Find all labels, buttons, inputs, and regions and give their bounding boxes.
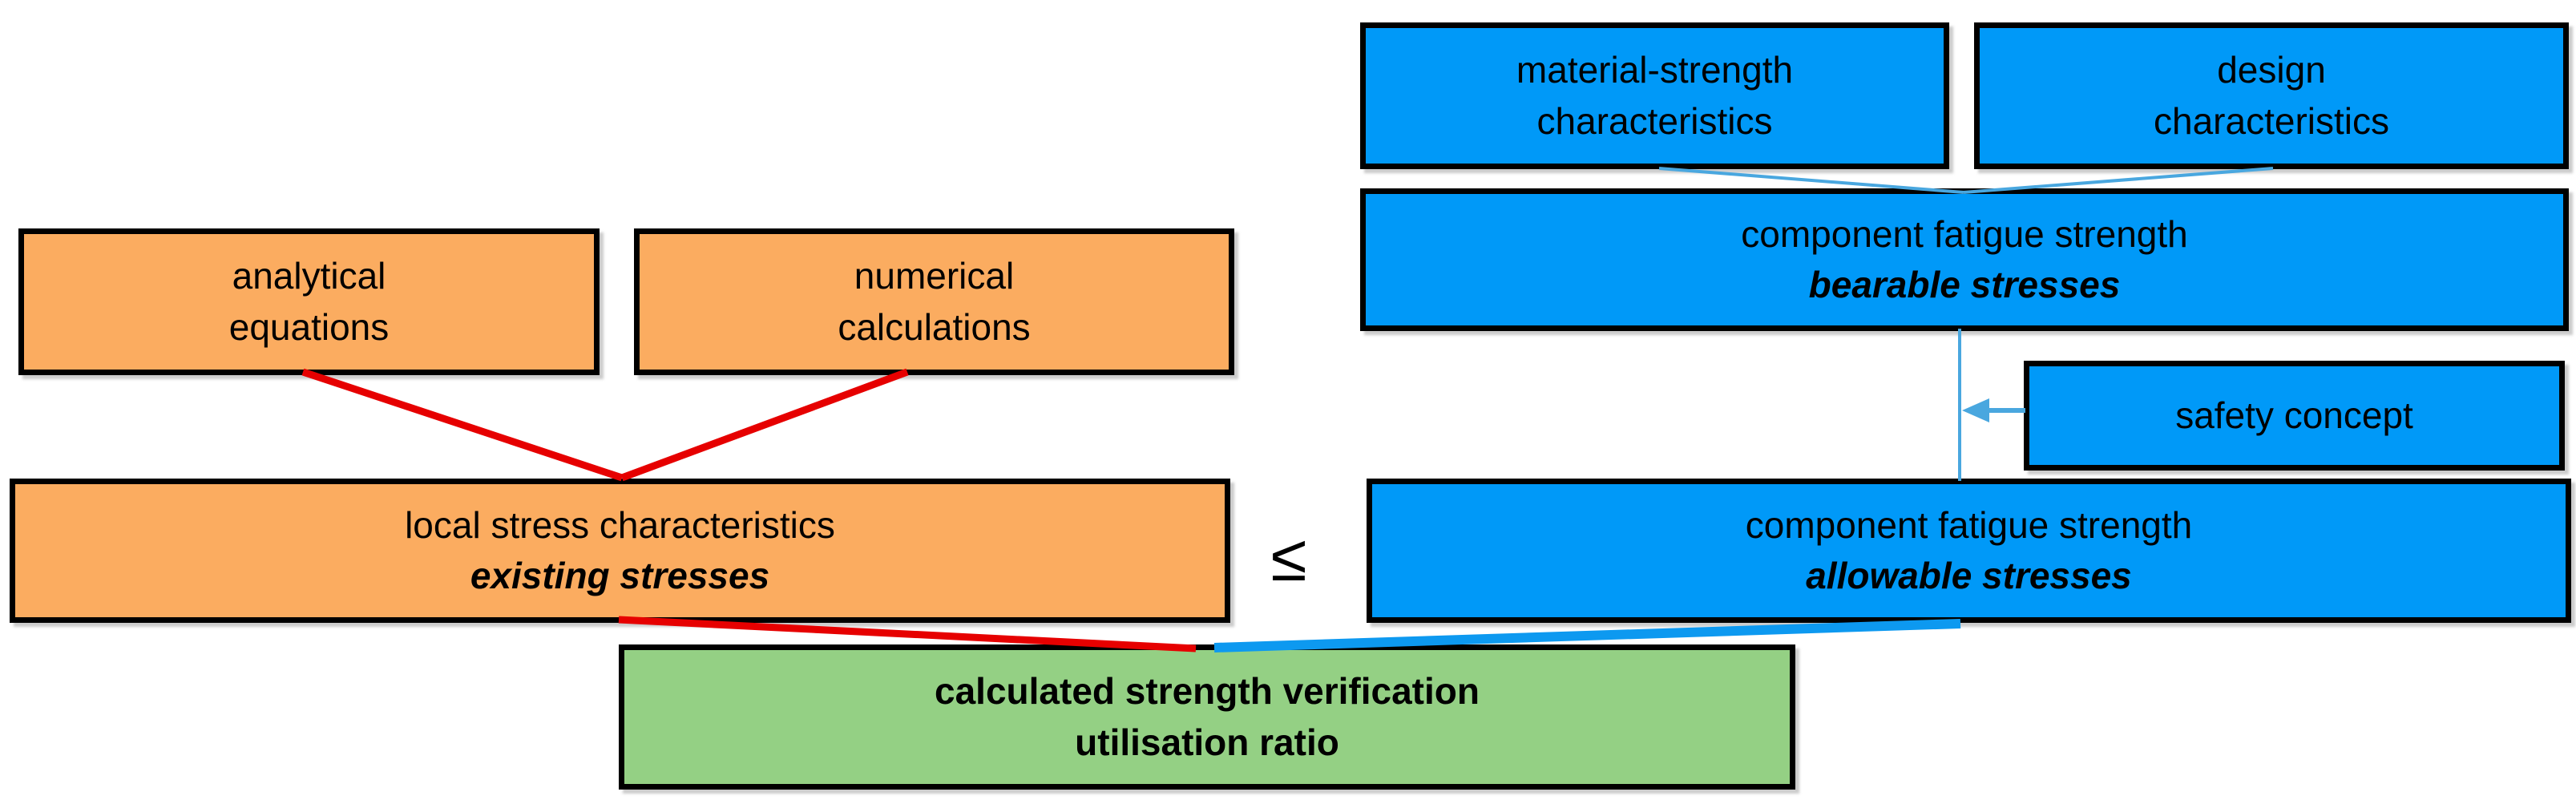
- box-design-characteristics: design characteristics: [1974, 22, 2569, 169]
- box-allowable-stresses: component fatigue strength allowable str…: [1367, 479, 2571, 623]
- box-label-line: equations: [228, 305, 390, 348]
- box-label-line: local stress characteristics: [405, 503, 835, 546]
- box-label-line: numerical: [854, 255, 1015, 297]
- box-label-line: analytical: [232, 255, 386, 297]
- left-arrowhead-icon: [1962, 398, 1989, 422]
- box-analytical-equations: analytical equations: [18, 228, 600, 375]
- box-label-line: existing stresses: [470, 555, 770, 596]
- box-material-strength-characteristics: material-strength characteristics: [1360, 22, 1949, 169]
- box-label-line: material-strength: [1516, 49, 1794, 91]
- box-label-line: component fatigue strength: [1745, 503, 2193, 546]
- box-label-line: calculated strength verification: [935, 670, 1480, 713]
- less-or-equal-symbol: ≤: [1270, 522, 1307, 595]
- box-label-line: characteristics: [1536, 99, 1773, 142]
- box-label-line: utilisation ratio: [1075, 721, 1339, 763]
- red-connector-numerical-to-existing: [620, 368, 909, 482]
- red-connector-analytical-to-existing: [301, 368, 624, 482]
- box-strength-verification: calculated strength verification utilisa…: [619, 644, 1795, 790]
- box-label-line: design: [2217, 49, 2326, 91]
- box-label-line: component fatigue strength: [1741, 212, 2188, 255]
- box-bearable-stresses: component fatigue strength bearable stre…: [1360, 188, 2569, 331]
- box-label-line: safety concept: [2175, 394, 2413, 436]
- box-label-line: characteristics: [2154, 99, 2389, 142]
- box-existing-stresses: local stress characteristics existing st…: [10, 479, 1230, 623]
- box-label-line: bearable stresses: [1808, 264, 2121, 305]
- box-safety-concept: safety concept: [2024, 361, 2565, 471]
- box-label-line: calculations: [838, 305, 1031, 348]
- box-label-line: allowable stresses: [1806, 555, 2132, 596]
- box-numerical-calculations: numerical calculations: [634, 228, 1234, 375]
